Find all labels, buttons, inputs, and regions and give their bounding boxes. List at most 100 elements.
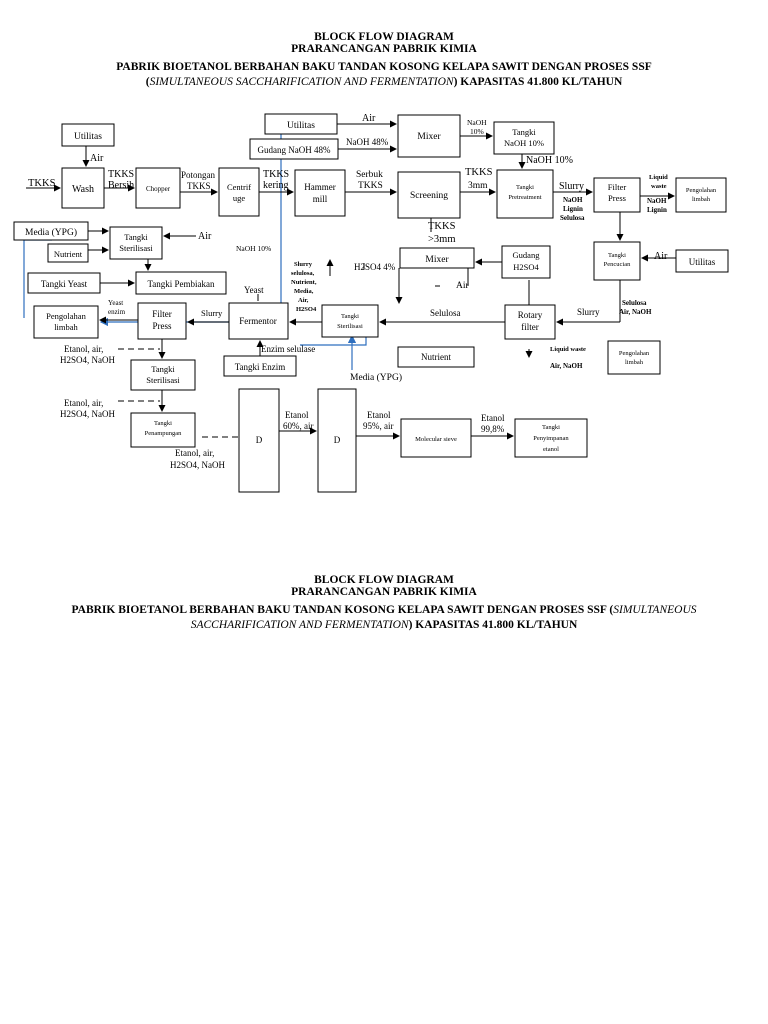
stream-label: Etanol, air, (64, 398, 103, 408)
distillation-column-2 (317, 388, 357, 493)
stream-label: H2SO4, NaOH (60, 409, 115, 419)
filter-press-box-2 (137, 302, 187, 340)
tangki-naoh-label: Tangki (512, 127, 536, 137)
pencucian-label: Pencucian (604, 261, 631, 268)
stream-label: TKKS (358, 181, 383, 191)
sterilisasi-label: Tangki (151, 364, 175, 374)
stream-label: TKKS (465, 167, 493, 178)
heading-line-2: SACCHARIFICATION AND FERMENTATION) KAPAS… (0, 619, 768, 631)
tangki-naoh-box (493, 121, 555, 155)
stream-label: NaOH (647, 197, 667, 205)
stream-label: Liquid (649, 174, 668, 181)
stream-label: kering (263, 180, 289, 191)
tangki-pretreatment-box (496, 169, 554, 219)
stream-label: H2SO4, NaOH (170, 460, 225, 470)
stream-label: H2SO4, NaOH (60, 355, 115, 365)
penyimpanan-label: etanol (543, 446, 559, 453)
stream-label: Etanol, air, (64, 344, 103, 354)
molecular-sieve-box (400, 418, 472, 458)
filter-press-label: Filter (608, 182, 627, 192)
penyimpanan-label: Tangki (542, 424, 560, 431)
stream-label: 95%, air (363, 421, 394, 431)
pengolahan-limbah-box-2 (33, 305, 99, 339)
stream-label: Etanol (367, 410, 391, 420)
distillation-column-1 (238, 388, 280, 493)
stream-label: Lignin (563, 205, 583, 213)
stream-label: waste (651, 183, 667, 190)
stream-label: Bersih (108, 180, 134, 191)
tangki-enzim-label: Tangki Enzim (235, 362, 286, 372)
stream-label: Air (90, 153, 104, 164)
stream-label: Nutrient, (291, 279, 317, 286)
stream-label: H2SO4 4% (354, 262, 396, 272)
stream-label: Media, (294, 288, 314, 295)
pengolahan-limbah-label: Pengolahan (46, 311, 86, 321)
stream-label: Air (456, 281, 470, 291)
fermentor-box (228, 302, 289, 340)
subtitle-line: PRARANCANGAN PABRIK KIMIA (291, 586, 477, 598)
stream-label: Air (654, 251, 668, 262)
stream-label: selulosa, (291, 270, 315, 277)
stream-label: Selulosa (560, 214, 585, 222)
hammer-mill-label: Hammer (304, 182, 336, 192)
centrifuge-box (218, 167, 260, 217)
stream-label: NaOH 10% (236, 244, 271, 253)
gudang-naoh-label: Gudang NaOH 48% (258, 145, 331, 155)
stream-label: Selulosa (622, 299, 647, 307)
diagram-title-1: BLOCK FLOW DIAGRAM PRARANCANGAN PABRIK K… (0, 31, 768, 88)
heading-line-1: PABRIK BIOETANOL BERBAHAN BAKU TANDAN KO… (116, 61, 652, 73)
filter-press-label: Press (152, 321, 171, 331)
gudang-h2so4-label: H2SO4 (513, 262, 539, 272)
stream-label: Yeast (108, 299, 123, 307)
tangki-sterilisasi-box-3 (130, 359, 196, 391)
pembiakan-label: Tangki Pembiakan (147, 279, 215, 289)
sterilisasi-label: Sterilisasi (146, 375, 180, 385)
process-name: SIMULTANEOUS SACCHARIFICATION AND FERMEN… (149, 76, 454, 88)
pengolahan-limbah-label: limbah (625, 359, 644, 366)
capacity-text: ) KAPASITAS 41.800 KL/TAHUN (453, 76, 623, 88)
rotary-filter-label: filter (521, 322, 539, 332)
stream-label: >3mm (428, 234, 456, 245)
penampungan-label: Penampungan (145, 430, 183, 437)
screening-box (397, 171, 461, 219)
stream-label: TKKS (428, 221, 456, 232)
tangki-penampungan-box (130, 412, 196, 448)
stream-label: Etanol (285, 410, 309, 420)
mixer-label: Mixer (425, 255, 449, 265)
utilitas-label: Utilitas (689, 257, 716, 267)
stream-label: Etanol (481, 413, 505, 423)
stream-label: 99,8% (481, 424, 505, 434)
stream-label: NaOH (467, 118, 487, 127)
gudang-h2so4-label: Gudang (513, 250, 541, 260)
stream-label: Slurry (294, 261, 313, 268)
stream-label: Air, (298, 297, 309, 304)
pretreatment-label: Pretreatment (508, 194, 541, 201)
stream-label: Enzim selulase (261, 344, 315, 354)
rotary-filter-label: Rotary (518, 310, 543, 320)
stream-label: Slurry (577, 307, 600, 317)
process-name-1: SIMULTANEOUS (613, 604, 697, 616)
heading-line-2: (SIMULTANEOUS SACCHARIFICATION AND FERME… (0, 76, 768, 88)
tangki-sterilisasi-box-1 (109, 226, 163, 260)
diagram-title-2: BLOCK FLOW DIAGRAM PRARANCANGAN PABRIK K… (0, 574, 768, 631)
stream-label: TKKS (187, 181, 211, 191)
distillation-label: D (334, 435, 341, 445)
media-ypg-label: Media (YPG) (25, 227, 77, 238)
stream-label: NaOH (563, 196, 583, 204)
subtitle-line: PRARANCANGAN PABRIK KIMIA (291, 43, 477, 55)
stream-label: Air (198, 231, 212, 242)
centrifuge-label: uge (233, 193, 246, 203)
filter-press-box-1 (593, 177, 641, 213)
stream-label: Liquid waste (550, 346, 586, 353)
hammer-mill-label: mill (313, 194, 328, 204)
stream-label: 3mm (468, 181, 488, 191)
utilitas-label: Utilitas (74, 132, 102, 142)
paren-open: ( (145, 76, 150, 88)
sterilisasi-label: Sterilisasi (119, 243, 153, 253)
utilitas-box (61, 123, 115, 147)
screening-label: Screening (410, 191, 448, 201)
stream-label: Slurry (201, 308, 223, 318)
sterilisasi-label: Tangki (341, 313, 359, 320)
tangki-pembiakan-box (135, 271, 227, 295)
nutrient-label: Nutrient (54, 249, 83, 259)
